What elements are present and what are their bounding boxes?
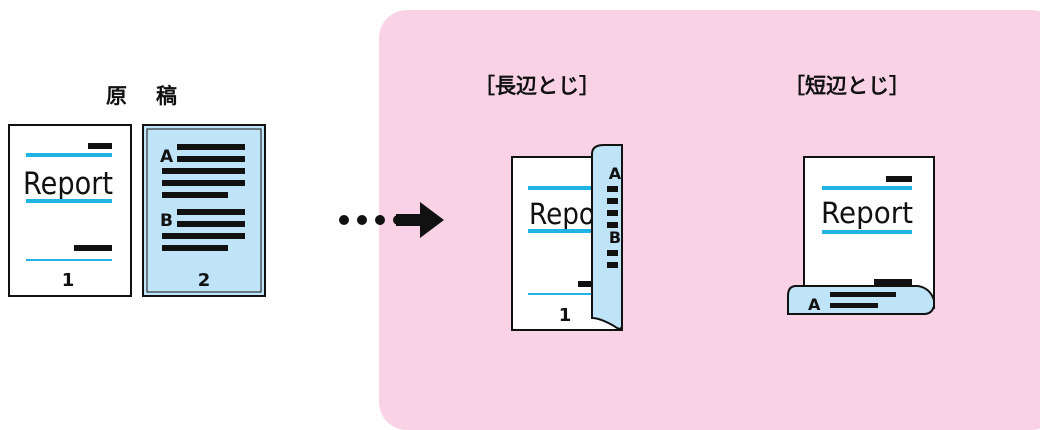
long-edge-marker-a: A [609,164,622,183]
original-page-2: A B 2 [142,124,266,297]
original-marker-a: A [160,147,174,167]
dotted-right-arrow-icon [339,202,444,238]
original-page-1-number: 1 [62,270,75,291]
long-edge-title: ［長辺とじ］ [474,74,600,98]
original-page-2-number: 2 [198,270,211,291]
long-edge-report-text: Repo [529,197,595,231]
long-edge-marker-b: B [609,228,621,247]
short-edge-title: ［短辺とじ］ [784,74,910,98]
binding-diagram: Report 1 A B 2 Repo 1 [8,124,935,331]
short-edge-marker-a: A [808,295,821,314]
short-edge-report-text: Report [821,196,913,230]
original-title: 原 稿 [106,84,181,108]
long-edge-booklet: Repo 1 A B [511,144,623,331]
original-report-text: Report [23,166,113,202]
original-page-1: Report 1 [8,124,132,297]
original-marker-b: B [160,211,173,231]
long-edge-page-number: 1 [559,305,572,326]
short-edge-booklet: Report A [787,156,935,315]
